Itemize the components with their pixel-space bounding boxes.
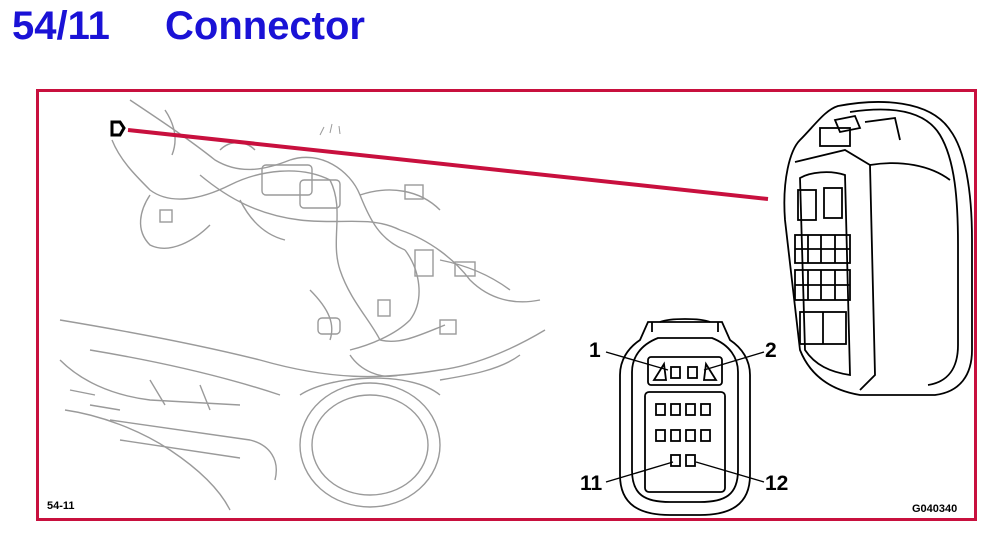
wiring-harness-sketch (111, 99, 541, 377)
diagram-frame (36, 89, 977, 521)
figure-code-right: G040340 (912, 503, 958, 515)
connector-face-view (619, 318, 751, 516)
figure-code-left: 54-11 (47, 500, 75, 512)
pin-leader-lines (605, 351, 765, 483)
connector-housing-3d (783, 101, 973, 396)
pin-label-12: 12 (765, 472, 789, 495)
connector-location-icon (110, 120, 126, 137)
vehicle-front-sketch (59, 319, 546, 511)
pin-label-2: 2 (765, 339, 777, 362)
pin-label-1: 1 (589, 339, 601, 362)
pin-label-11: 11 (580, 472, 603, 495)
leader-line (127, 128, 769, 201)
page-title-number: 54/11 (12, 4, 110, 48)
page-title: Connector (165, 4, 365, 48)
